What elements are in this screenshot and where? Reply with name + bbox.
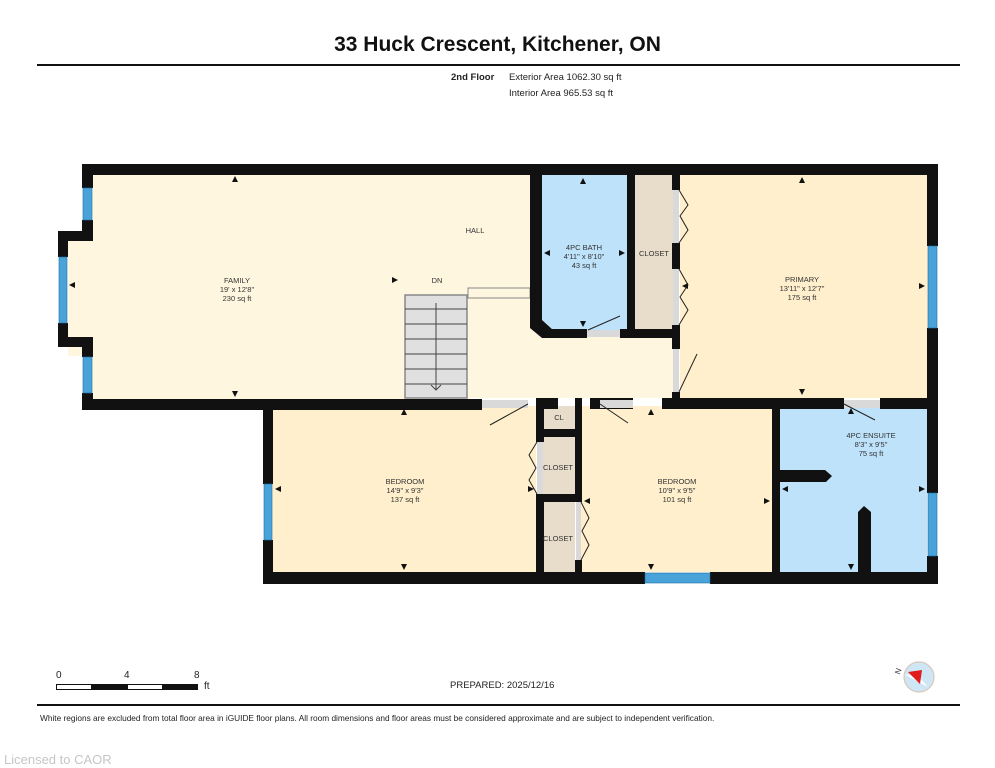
room-primary: PRIMARY 13'11" x 12'7" 175 sq ft: [780, 275, 825, 302]
scale-segment: [91, 684, 128, 690]
room-name: PRIMARY: [784, 275, 820, 284]
room-closet-low: CLOSET: [543, 534, 573, 543]
room-name: CLOSET: [542, 463, 574, 472]
dimension-arrows: [69, 176, 925, 570]
room-ensuite: 4PC ENSUITE 8'3" x 9'5" 75 sq ft: [846, 431, 895, 458]
room-name: BEDROOM: [385, 477, 425, 486]
room-family: FAMILY 19' x 12'8" 230 sq ft: [220, 276, 254, 303]
room-dims: 13'11" x 12'7": [779, 284, 825, 293]
scale-tick-4: 4: [124, 670, 130, 681]
room-dims: 4'11" x 8'10": [563, 252, 605, 261]
room-name: 4PC ENSUITE: [846, 431, 896, 440]
page-title: 33 Huck Crescent, Kitchener, ON: [334, 33, 661, 56]
scale-tick-8: 8: [194, 670, 200, 681]
scale-unit: ft: [204, 681, 210, 692]
scale-tick-0: 0: [56, 670, 62, 681]
room-hall: HALL: [466, 226, 485, 235]
room-fills: [68, 174, 928, 572]
windows: [58, 187, 938, 584]
north-arrow-icon: N: [890, 660, 940, 694]
room-name: CLOSET: [542, 534, 574, 543]
room-area: 137 sq ft: [390, 495, 420, 504]
room-area: 175 sq ft: [787, 293, 817, 302]
room-bath: 4PC BATH 4'11" x 8'10" 43 sq ft: [564, 243, 605, 270]
scale-segment: [127, 684, 163, 690]
room-dims: 8'3" x 9'5": [854, 440, 888, 449]
prepared-date: PREPARED: 2025/12/16: [450, 680, 555, 691]
header-divider: [37, 64, 960, 66]
room-name: BEDROOM: [657, 477, 697, 486]
room-cl: CL: [554, 413, 564, 422]
room-dims: 19' x 12'8": [219, 285, 255, 294]
room-name: HALL: [465, 226, 485, 235]
doors: [482, 189, 880, 561]
room-area: 230 sq ft: [222, 294, 252, 303]
license-watermark: Licensed to CAOR: [4, 752, 112, 767]
room-closet-top: CLOSET: [639, 249, 669, 258]
stairs-down-label: DN: [431, 276, 443, 285]
scale-segment: [56, 684, 92, 690]
stairs-label: DN: [432, 276, 443, 285]
room-bedroom-2: BEDROOM 10'9" x 9'5" 101 sq ft: [658, 477, 697, 504]
room-area: 75 sq ft: [858, 449, 884, 458]
room-area: 101 sq ft: [662, 495, 692, 504]
floor-label: 2nd Floor: [451, 72, 495, 83]
room-bedroom-1: BEDROOM 14'9" x 9'3" 137 sq ft: [386, 477, 425, 504]
room-area: 43 sq ft: [571, 261, 597, 270]
room-name: CL: [554, 413, 564, 422]
room-name: CLOSET: [638, 249, 670, 258]
compass-label: N: [893, 667, 904, 676]
room-name: FAMILY: [223, 276, 251, 285]
walls: [58, 164, 938, 584]
staircase: [404, 287, 531, 399]
interior-area: Interior Area 965.53 sq ft: [509, 88, 614, 99]
room-closet-mid: CLOSET: [543, 463, 573, 472]
footer-divider: [37, 704, 960, 706]
scale-segment: [162, 684, 198, 690]
room-dims: 14'9" x 9'3": [386, 486, 424, 495]
exterior-area: Exterior Area 1062.30 sq ft: [509, 72, 622, 83]
room-dims: 10'9" x 9'5": [658, 486, 696, 495]
room-name: 4PC BATH: [565, 243, 603, 252]
disclaimer-text: White regions are excluded from total fl…: [40, 713, 715, 723]
